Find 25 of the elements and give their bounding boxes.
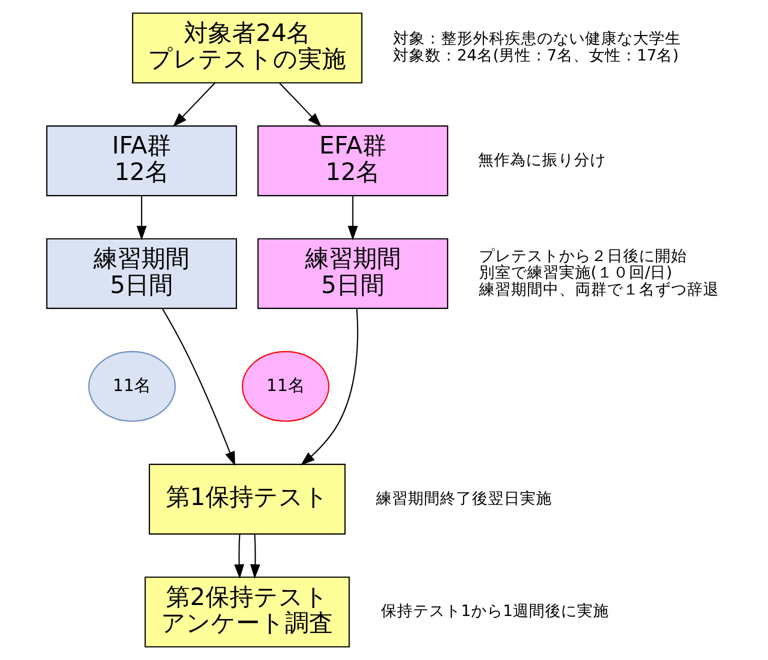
node-box: EFA群 12名 [257, 125, 448, 196]
node-label: 対象：整形外科疾患のない健康な大学生 [393, 30, 681, 48]
arrow [300, 308, 358, 466]
node-ellipse: 11名 [88, 351, 176, 422]
node-label: 練習期間終了後翌日実施 [376, 489, 552, 508]
arrow [162, 308, 236, 466]
node-box: 練習期間 5日間 [46, 238, 237, 309]
node-label: 練習期間中、両群で１名ずつ辞退 [478, 280, 719, 298]
arrow [234, 534, 244, 579]
node-label: 別室で練習実施(１０回/日) [478, 264, 672, 282]
arrow [136, 196, 147, 240]
node-label: 無作為に振り分け [478, 150, 606, 169]
node-label: 対象数：24名(男性：7名、女性：17名) [393, 46, 679, 64]
node-box: 練習期間 5日間 [257, 238, 448, 309]
node-ellipse: 11名 [242, 351, 330, 422]
node-label: プレテストから２日後に開始 [478, 246, 687, 265]
arrow [348, 196, 358, 240]
node-box: IFA群 12名 [46, 125, 237, 196]
arrow [279, 82, 322, 128]
node-label: 保持テスト1から1週間後に実施 [381, 602, 609, 620]
node-box: 対象者24名 プレテストの実施 [132, 12, 362, 84]
arrow [172, 82, 216, 128]
node-box: 第2保持テスト アンケート調査 [144, 576, 350, 648]
node-box: 第1保持テスト [148, 464, 346, 535]
arrow [250, 534, 260, 579]
